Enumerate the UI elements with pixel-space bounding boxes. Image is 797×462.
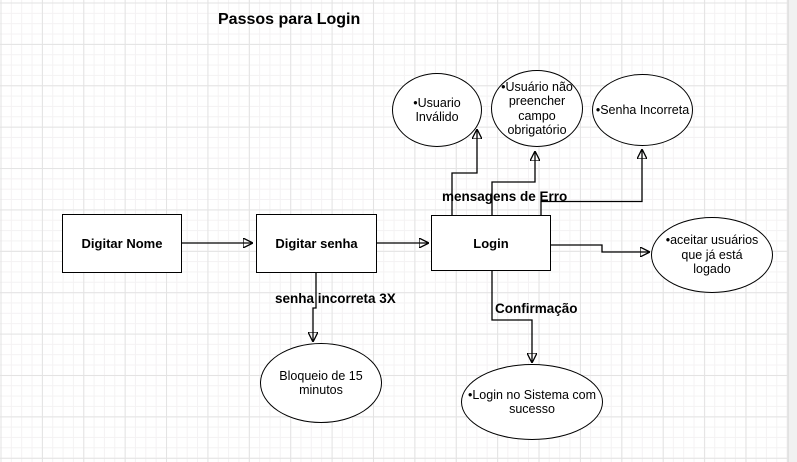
- node-digitar-nome[interactable]: Digitar Nome: [62, 214, 182, 273]
- node-senha-incorreta[interactable]: •Senha Incorreta: [592, 74, 693, 146]
- connector-login-to-usuario-invalido[interactable]: [451, 130, 477, 215]
- node-usuario-nao-preencher[interactable]: •Usuário não preencher campo obrigatório: [491, 70, 583, 147]
- node-login-sucesso[interactable]: •Login no Sistema com sucesso: [461, 364, 603, 440]
- node-bloqueio[interactable]: Bloqueio de 15 minutos: [260, 343, 382, 423]
- node-digitar-senha[interactable]: Digitar senha: [256, 214, 377, 273]
- connector-login-to-senha-incorreta[interactable]: [540, 150, 642, 215]
- node-bloqueio-label: Bloqueio de 15 minutos: [279, 368, 363, 398]
- node-login-sucesso-label: •Login no Sistema com sucesso: [467, 387, 597, 417]
- node-usuario-nao-preencher-label: •Usuário não preencher campo obrigatório: [501, 79, 573, 138]
- connector-login-to-sucesso[interactable]: [491, 271, 532, 362]
- node-usuario-invalido-label: •Usuario Inválido: [413, 95, 461, 125]
- node-usuario-invalido[interactable]: •Usuario Inválido: [392, 73, 482, 147]
- connector-senha-to-bloqueio[interactable]: [313, 273, 316, 341]
- node-aceitar-usuarios-label: •aceitar usuários que já está logado: [665, 233, 759, 277]
- node-digitar-senha-label: Digitar senha: [275, 236, 358, 251]
- node-digitar-nome-label: Digitar Nome: [81, 236, 163, 251]
- edge-label-confirmacao: Confirmação: [495, 301, 578, 316]
- node-senha-incorreta-label: •Senha Incorreta: [595, 102, 690, 117]
- node-login-label: Login: [473, 235, 509, 251]
- edge-label-senha-incorreta-3x: senha incorreta 3X: [275, 291, 396, 306]
- connector-login-to-aceitar-usuarios[interactable]: [551, 244, 649, 252]
- vertical-scrollbar[interactable]: [788, 0, 797, 462]
- node-aceitar-usuarios[interactable]: •aceitar usuários que já está logado: [651, 217, 773, 293]
- edge-label-mensagens-de-erro: mensagens de Erro: [442, 189, 568, 204]
- diagram-title: Passos para Login: [218, 11, 361, 28]
- connector-login-to-usuario-nao-preencher[interactable]: [491, 152, 535, 215]
- node-login[interactable]: Login: [431, 215, 551, 271]
